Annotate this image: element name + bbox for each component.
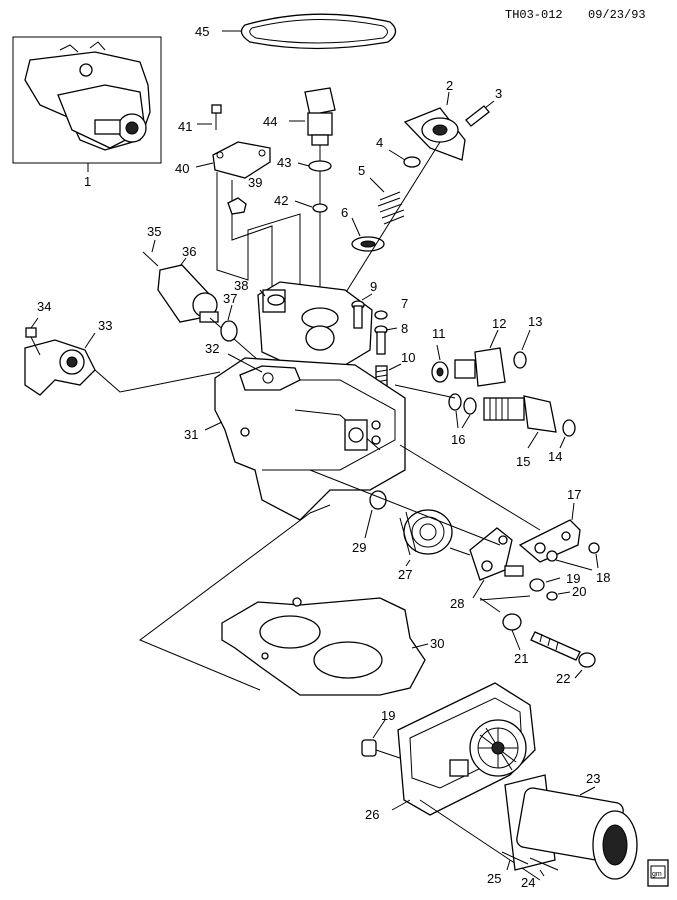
screw-24 bbox=[529, 857, 559, 877]
callout-18: 18 bbox=[596, 570, 610, 585]
callout-40: 40 bbox=[175, 161, 189, 176]
callout-4: 4 bbox=[376, 135, 383, 150]
callout-37: 37 bbox=[223, 291, 237, 306]
callout-23: 23 bbox=[586, 771, 600, 786]
outline-left bbox=[138, 512, 311, 691]
bushing-19 bbox=[529, 578, 545, 592]
washer-21 bbox=[502, 613, 522, 631]
callout-32: 32 bbox=[205, 341, 219, 356]
throttle-body-31 bbox=[204, 357, 406, 521]
washers-16 bbox=[448, 393, 477, 429]
nut-39 bbox=[227, 197, 247, 215]
callout-13: 13 bbox=[528, 314, 542, 329]
callout-5: 5 bbox=[358, 163, 365, 178]
nuts-18 bbox=[546, 542, 600, 571]
regulator-cover-2 bbox=[403, 91, 466, 161]
svg-text:gm: gm bbox=[652, 871, 662, 878]
motor-23 bbox=[504, 774, 638, 880]
callout-21: 21 bbox=[514, 651, 528, 666]
outline-right bbox=[479, 597, 501, 613]
callout-9: 9 bbox=[370, 279, 377, 294]
gm-parts-logo-icon: gm bbox=[647, 859, 669, 887]
callout-29: 29 bbox=[352, 540, 366, 555]
lever-28 bbox=[449, 527, 524, 599]
screw-34 bbox=[25, 317, 41, 356]
leader-33 bbox=[94, 369, 221, 393]
callout-22: 22 bbox=[556, 671, 570, 686]
callout-7: 7 bbox=[401, 296, 408, 311]
callout-6: 6 bbox=[341, 205, 348, 220]
gasket-45 bbox=[222, 13, 397, 50]
o-ring-42 bbox=[312, 203, 328, 213]
screw-25 bbox=[501, 851, 529, 871]
callout-19-lower: 19 bbox=[381, 708, 395, 723]
washer-29 bbox=[369, 490, 387, 510]
callout-11: 11 bbox=[432, 326, 446, 341]
callout-27: 27 bbox=[398, 567, 412, 582]
screw-35 bbox=[142, 239, 159, 267]
callout-35: 35 bbox=[147, 224, 161, 239]
callout-44: 44 bbox=[263, 114, 277, 129]
callout-14: 14 bbox=[548, 449, 562, 464]
callout-1: 1 bbox=[84, 174, 91, 189]
callout-2: 2 bbox=[446, 78, 453, 93]
bracket-17 bbox=[518, 502, 581, 563]
callout-16: 16 bbox=[451, 432, 465, 447]
callout-24: 24 bbox=[521, 875, 535, 890]
plug-7 bbox=[374, 310, 388, 320]
sensor-33 bbox=[24, 332, 96, 396]
callout-3: 3 bbox=[495, 86, 502, 101]
callout-26: 26 bbox=[365, 807, 379, 822]
diagram-code: TH03-012 bbox=[505, 8, 563, 22]
pin-19-lower bbox=[361, 719, 413, 763]
callout-45: 45 bbox=[195, 24, 209, 39]
callout-15: 15 bbox=[516, 454, 530, 469]
o-ring-43 bbox=[308, 160, 332, 172]
fuel-meter-body-38 bbox=[257, 281, 373, 366]
callout-19: 19 bbox=[566, 571, 580, 586]
diaphragm-6 bbox=[351, 217, 385, 252]
seat-4 bbox=[403, 156, 421, 168]
inset-assembly bbox=[12, 36, 162, 172]
screw-22 bbox=[530, 631, 596, 679]
callout-41: 41 bbox=[178, 119, 192, 134]
screw-8 bbox=[374, 325, 398, 355]
gasket-32 bbox=[227, 353, 301, 391]
o-ring-37 bbox=[220, 320, 238, 342]
spring-27 bbox=[399, 509, 453, 567]
fitting-15 bbox=[483, 395, 557, 449]
callout-25: 25 bbox=[487, 871, 501, 886]
outline-top bbox=[309, 504, 331, 514]
diagram-date: 09/23/93 bbox=[588, 8, 646, 22]
motor-housing-26 bbox=[391, 682, 541, 881]
callout-12: 12 bbox=[492, 316, 506, 331]
washer-13 bbox=[513, 351, 527, 369]
gasket-30 bbox=[221, 597, 429, 696]
washer-14 bbox=[562, 419, 576, 437]
cover-40 bbox=[195, 141, 301, 290]
callout-36: 36 bbox=[182, 244, 196, 259]
injector-44 bbox=[289, 87, 336, 318]
callout-33: 33 bbox=[98, 318, 112, 333]
callout-10: 10 bbox=[401, 350, 415, 365]
screw-41 bbox=[197, 104, 222, 130]
callout-39: 39 bbox=[248, 175, 262, 190]
nut-20 bbox=[546, 591, 558, 601]
fitting-12 bbox=[454, 329, 506, 387]
callout-34: 34 bbox=[37, 299, 51, 314]
spring-5 bbox=[369, 177, 405, 225]
callout-17: 17 bbox=[567, 487, 581, 502]
callout-28: 28 bbox=[450, 596, 464, 611]
screw-3 bbox=[465, 100, 495, 127]
callout-8: 8 bbox=[401, 321, 408, 336]
callout-38: 38 bbox=[234, 278, 248, 293]
callout-labels: 1 2 3 4 5 6 7 8 9 10 11 12 13 14 15 16 1… bbox=[37, 24, 610, 890]
callout-31: 31 bbox=[184, 427, 198, 442]
callout-43: 43 bbox=[277, 155, 291, 170]
callout-30: 30 bbox=[430, 636, 444, 651]
callout-42: 42 bbox=[274, 193, 288, 208]
screw-9 bbox=[351, 293, 373, 329]
callout-20: 20 bbox=[572, 584, 586, 599]
